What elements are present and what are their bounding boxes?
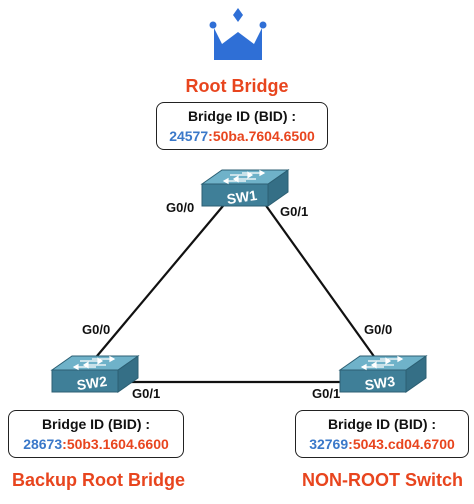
nonroot-bid-priority: 32769 — [309, 436, 349, 452]
port-sw2-g0-0: G0/0 — [82, 322, 111, 337]
port-sw3-g0-1: G0/1 — [312, 386, 341, 401]
nonroot-bid-label: Bridge ID (BID) : — [327, 416, 437, 432]
crown-icon — [209, 8, 267, 60]
sw3-label: SW3 — [364, 373, 396, 393]
port-sw3-g0-0: G0/0 — [364, 322, 393, 337]
port-sw1-g0-1: G0/1 — [280, 204, 309, 219]
root-bid-separator: : — [208, 128, 213, 144]
root-bid-mac: 50ba.7604.6500 — [212, 128, 315, 144]
backup-role-label: Backup Root Bridge — [12, 470, 186, 490]
switch-sw3: SW3 — [339, 355, 427, 393]
nonroot-role-label: NON-ROOT Switch — [302, 470, 463, 490]
root-role-label: Root Bridge — [185, 76, 289, 96]
nonroot-bid-mac: 5043.cd04.6700 — [352, 436, 455, 452]
backup-bid-mac: 50b3.1604.6600 — [66, 436, 169, 452]
sw2-label: SW2 — [76, 373, 108, 393]
nonroot-bid-box: Bridge ID (BID) : 32769:5043.cd04.6700 — [295, 410, 469, 458]
backup-bid-separator: : — [62, 436, 67, 452]
root-bid-box: Bridge ID (BID) : 24577:50ba.7604.6500 — [156, 102, 328, 150]
backup-bid-box: Bridge ID (BID) : 28673:50b3.1604.6600 — [8, 410, 184, 458]
backup-bid-label: Bridge ID (BID) : — [41, 416, 151, 432]
link-sw1-sw3 — [261, 199, 379, 363]
sw1-label: SW1 — [226, 187, 258, 207]
links — [91, 199, 379, 384]
root-bid-label: Bridge ID (BID) : — [187, 108, 297, 124]
port-sw1-g0-0: G0/0 — [166, 200, 195, 215]
nonroot-bid-separator: : — [348, 436, 353, 452]
link-sw1-sw2 — [91, 199, 229, 363]
switch-sw1: SW1 — [201, 169, 289, 207]
root-bid-priority: 24577 — [169, 128, 209, 144]
switch-sw2: SW2 — [51, 355, 139, 393]
port-sw2-g0-1: G0/1 — [132, 386, 161, 401]
backup-bid-priority: 28673 — [23, 436, 63, 452]
